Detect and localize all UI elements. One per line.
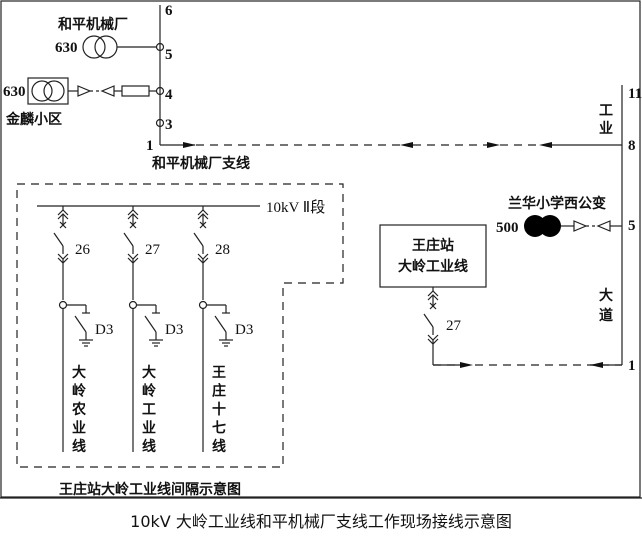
feeder-name-char: 业 (72, 421, 86, 437)
ground-switch-icon (214, 315, 227, 333)
main-line-label: 业 (599, 121, 613, 137)
pole-4-label: 4 (165, 87, 173, 103)
main-line-label: 道 (599, 307, 613, 324)
cable-head-icon (596, 220, 611, 232)
arrow-left-icon (400, 142, 413, 148)
feeder-name-char: 大 (142, 364, 156, 381)
branch-line-name: 和平机械厂支线 (152, 155, 250, 172)
feeder-name-char: 七 (212, 421, 226, 437)
pole-5-label: 5 (628, 218, 636, 234)
station-switch (423, 287, 439, 365)
feeder-name-char: 岭 (142, 383, 156, 400)
feeder-name-char: 线 (212, 438, 226, 455)
station-name: 王庄站 (412, 237, 454, 254)
station-line-name: 大岭工业线 (398, 258, 468, 275)
switch-number: 28 (215, 242, 230, 258)
transformer-icon (82, 35, 106, 59)
pole-11-label: 11 (628, 86, 642, 102)
diagram-caption: 10kV 大岭工业线和平机械厂支线工作现场接线示意图 (130, 512, 512, 531)
lanhua-capacity: 500 (496, 220, 519, 236)
disconnect-chevron-icon (57, 253, 69, 260)
heping-transformer: 和平机械厂 630 (55, 16, 157, 59)
disconnect-chevron-icon (57, 209, 69, 216)
switch-number: 26 (75, 242, 91, 258)
heping-capacity: 630 (55, 40, 78, 56)
box-transformer-icon (27, 77, 69, 105)
lanhua-transformer: 兰华小学西公变 500 (496, 195, 622, 237)
arrow-right-icon (183, 142, 196, 148)
jinlin-name: 金麟小区 (5, 111, 62, 128)
ground-switch-icon (144, 315, 157, 333)
bay-title: 王庄站大岭工业线间隔示意图 (59, 481, 241, 498)
ground-switch-icon (74, 315, 87, 333)
main-line-label: 大 (599, 287, 613, 304)
lanhua-name: 兰华小学西公变 (508, 195, 606, 212)
heping-name: 和平机械厂 (58, 16, 128, 33)
pole-5-label: 5 (165, 47, 173, 63)
ground-switch-label: D3 (95, 322, 113, 338)
disconnect-chevron-icon (427, 290, 439, 297)
disconnect-chevron-icon (127, 209, 139, 216)
cable-head-icon (77, 85, 92, 97)
disconnect-chevron-icon (127, 253, 139, 260)
arrow-left-icon (539, 142, 552, 148)
feeder-name-char: 大 (72, 364, 86, 381)
switch-number: 27 (145, 242, 161, 258)
station-switch-label: 27 (446, 318, 462, 334)
breaker-icon (53, 232, 64, 247)
node-icon (198, 300, 208, 310)
branch-line: 6 5 4 3 1 和平机械厂支线 (146, 3, 622, 172)
main-line-label: 工 (599, 103, 613, 119)
feeder-name-char: 线 (72, 438, 86, 455)
feeder-name-char: 王 (212, 365, 226, 381)
pole-3-node (155, 118, 165, 128)
node-icon (58, 300, 68, 310)
breaker-icon (423, 313, 434, 328)
busbar-label: 10kV Ⅱ段 (266, 199, 325, 216)
pole-1-label: 1 (146, 138, 154, 154)
ground-switch-label: D3 (165, 322, 183, 338)
feeder-name-char: 岭 (72, 383, 86, 400)
cable-head-icon (100, 85, 115, 97)
node-icon (128, 300, 138, 310)
feeder-name-char: 业 (142, 421, 156, 437)
pole-8-label: 8 (628, 138, 636, 154)
arrow-right-icon (460, 362, 473, 368)
cable-head-icon (573, 220, 588, 232)
station-box: 王庄站 大岭工业线 27 (379, 224, 622, 368)
feeder-name-char: 工 (142, 402, 156, 418)
disconnect-chevron-icon (197, 209, 209, 216)
disconnect-chevron-icon (197, 253, 209, 260)
fuse-icon (121, 85, 150, 97)
main-line: 11 8 5 1 工 业 大 道 (599, 85, 642, 374)
pole-1-label: 1 (628, 358, 636, 374)
feeder-name-char: 线 (142, 438, 156, 455)
jinlin-transformer: 630 金麟小区 (3, 77, 157, 128)
pole-3-label: 3 (165, 117, 173, 133)
diagram-frame (0, 0, 641, 498)
pole-6-label: 6 (165, 3, 173, 19)
feeder-name-char: 十 (212, 401, 226, 418)
arrow-right-icon (487, 142, 500, 148)
breaker-icon (123, 232, 134, 247)
breaker-icon (193, 232, 204, 247)
ground-switch-label: D3 (235, 322, 253, 338)
disconnect-chevron-icon (427, 334, 439, 341)
feeder-name-char: 农 (71, 401, 87, 418)
jinlin-capacity: 630 (3, 84, 26, 100)
arrow-left-icon (590, 362, 603, 368)
feeder-name-char: 庄 (212, 383, 226, 400)
